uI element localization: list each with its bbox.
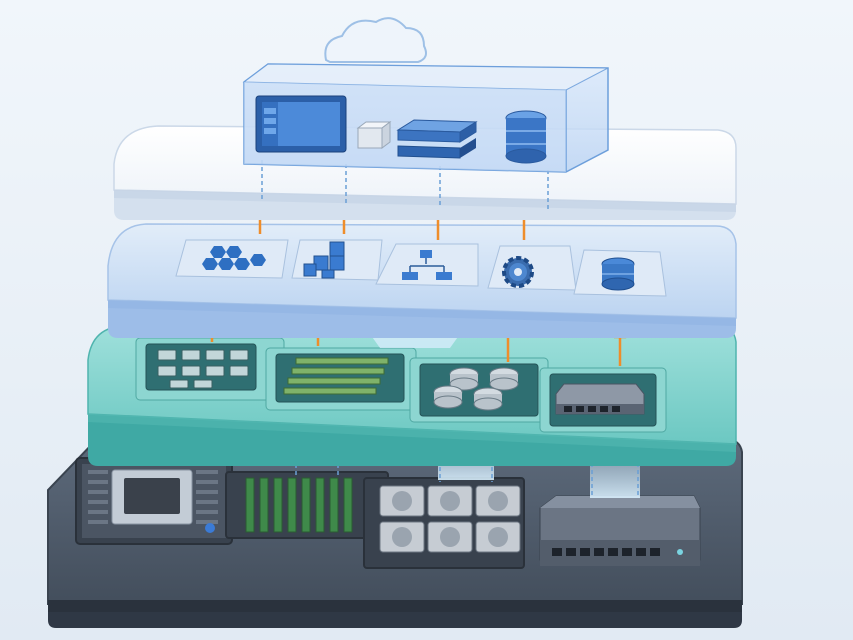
ram-modules-icon [225, 471, 389, 539]
hexagon-cluster-icon [175, 239, 289, 279]
cpu-cores-icon [135, 337, 285, 401]
stacked-box-icon [396, 119, 478, 159]
window-icon [255, 95, 347, 153]
network-switch-icon [539, 495, 701, 566]
service-layer [107, 223, 737, 338]
database-icon [573, 249, 667, 297]
hardware-layer [47, 439, 743, 628]
processor-chip-icon [75, 457, 233, 545]
network-switch-icon [539, 367, 667, 433]
blocks-icon [291, 239, 383, 281]
storage-disks-icon [409, 357, 549, 423]
database-icon [505, 110, 547, 164]
gear-icon [487, 245, 577, 291]
memory-icon [265, 347, 417, 411]
cube-icon [356, 121, 392, 149]
virtualization-layer [87, 325, 737, 466]
flowchart-icon [375, 243, 479, 287]
hard-drives-icon [363, 477, 525, 569]
application-layer [242, 63, 609, 173]
cloud-icon [324, 17, 427, 63]
